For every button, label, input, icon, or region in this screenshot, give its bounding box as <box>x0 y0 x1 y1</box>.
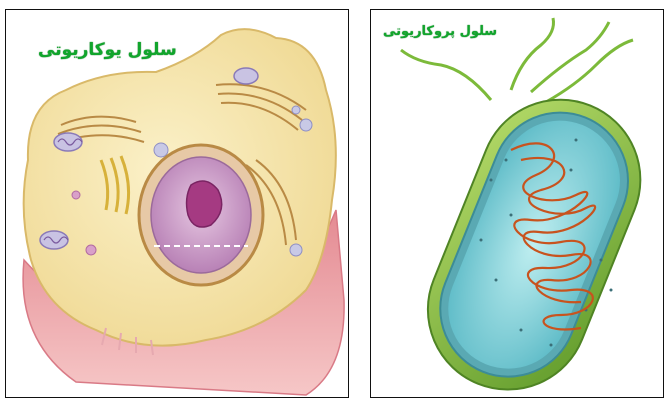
prokaryotic-cell-panel: سلول پروکاریوتی <box>370 9 664 398</box>
cell-wall <box>404 76 664 398</box>
eukaryotic-cell-illustration <box>6 10 349 398</box>
eukaryotic-cell-panel: سلول یوکاریوتی <box>5 9 349 398</box>
prokaryotic-cell-caption: سلول پروکاریوتی <box>383 24 497 39</box>
eukaryotic-cell-caption: سلول یوکاریوتی <box>38 40 177 60</box>
nucleolus <box>187 181 222 227</box>
prokaryotic-cell-illustration <box>371 10 664 398</box>
